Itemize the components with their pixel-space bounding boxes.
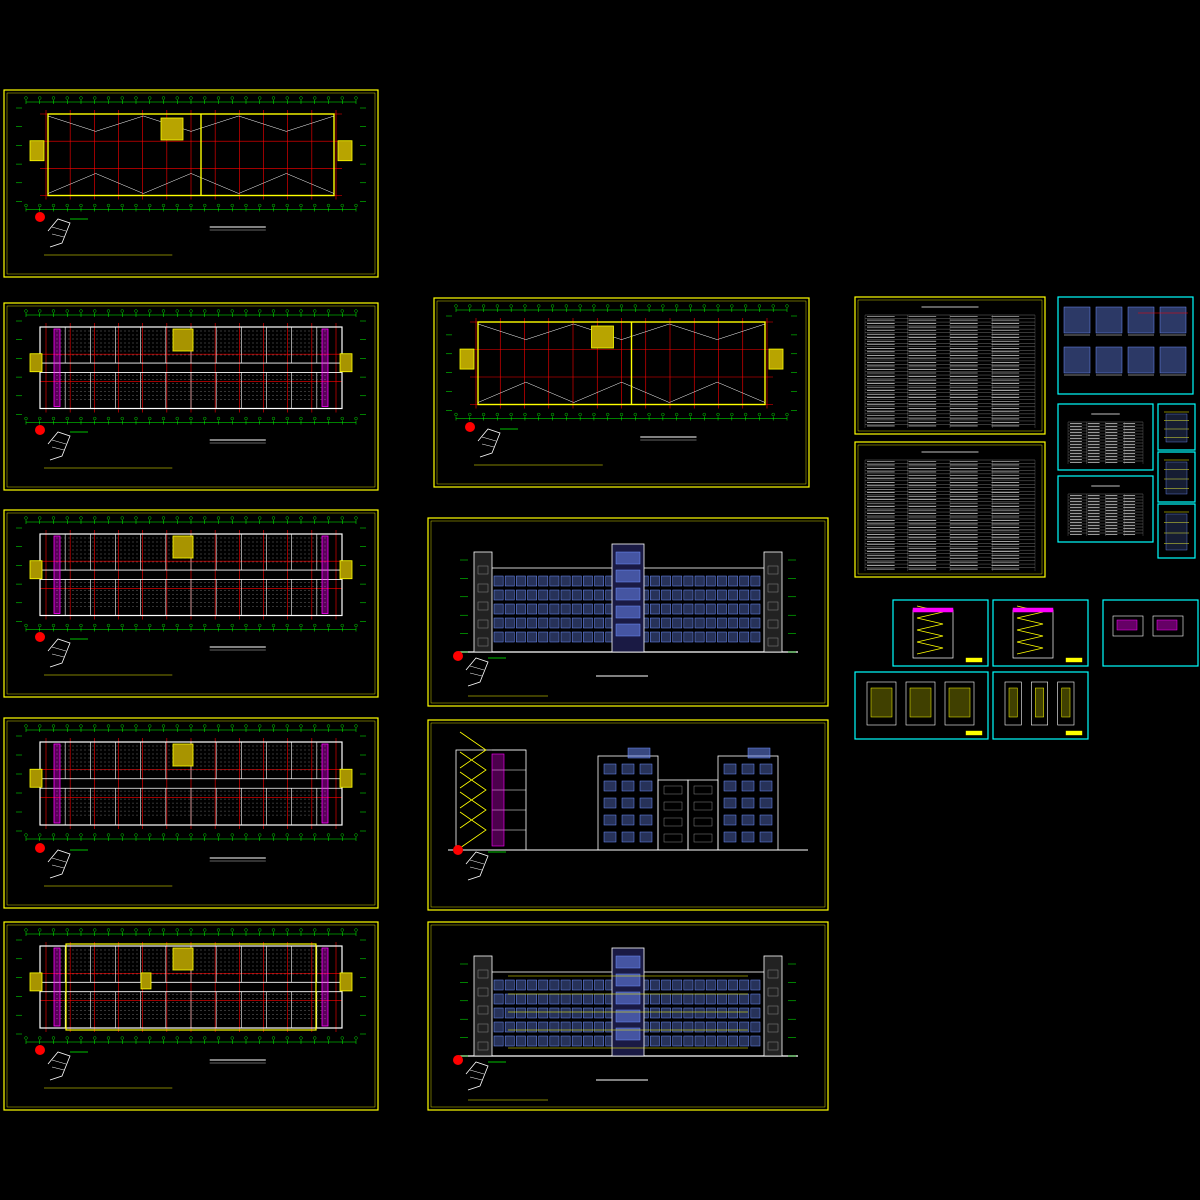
sheet-door-window-table <box>1057 403 1154 471</box>
sheet-door-details <box>992 671 1089 740</box>
sheet-design-notes-2 <box>854 441 1046 578</box>
sheet-floor-plan-1 <box>3 302 379 491</box>
sheet-elevation-thumbs <box>1057 296 1194 395</box>
sheet-roof-plan-b <box>433 297 810 488</box>
sheet-roof-plan-a <box>3 89 379 278</box>
sheet-detail-small-1 <box>1157 403 1196 451</box>
sheet-stair-detail-1 <box>892 599 989 667</box>
sheet-material-table <box>1057 475 1154 543</box>
sheet-floor-plan-2 <box>3 509 379 698</box>
sheet-stair-detail-2 <box>992 599 1089 667</box>
sheet-detail-small-3 <box>1157 503 1196 559</box>
sheet-front-elevation <box>427 517 829 707</box>
sheet-detail-small-2 <box>1157 451 1196 503</box>
sheet-section-side-elevations <box>427 719 829 911</box>
sheet-ground-floor-plan <box>3 921 379 1111</box>
sheet-design-notes-1 <box>854 296 1046 435</box>
sheet-rear-elevation <box>427 921 829 1111</box>
sheet-floor-plan-3 <box>3 717 379 909</box>
sheet-room-details <box>854 671 989 740</box>
sheet-toilet-detail <box>1102 599 1199 667</box>
